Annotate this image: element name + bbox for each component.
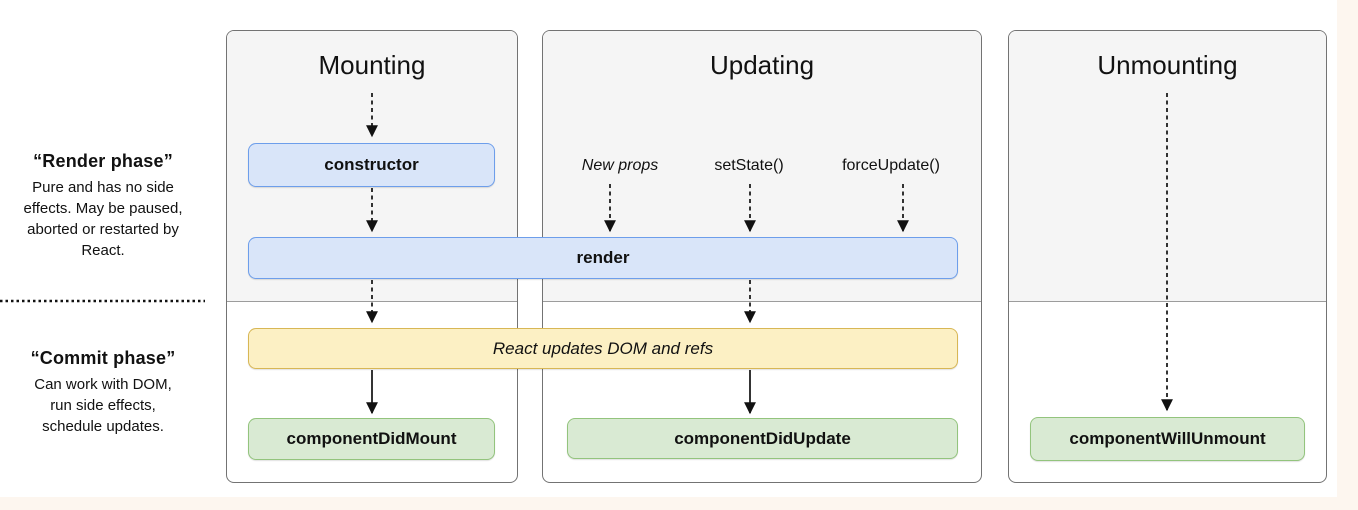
- render-phase-title: “Render phase”: [33, 151, 173, 171]
- constructor-box: constructor: [248, 143, 495, 187]
- render-phase-description: Pure and has no side effects. May be pau…: [23, 179, 183, 259]
- unmounting-title: Unmounting: [1097, 50, 1238, 80]
- commit-phase-description: Can work with DOM, run side effects, sch…: [34, 376, 172, 435]
- updating-title: Updating: [709, 50, 815, 80]
- page-margin-right: [1337, 0, 1358, 510]
- page-margin-bottom: [0, 497, 1337, 510]
- unmounting-panel: Unmounting: [1008, 30, 1327, 483]
- forceupdate-label: forceUpdate(): [842, 157, 940, 174]
- react-updates-dom-box: React updates DOM and refs: [248, 328, 958, 369]
- component-did-update-box: componentDidUpdate: [567, 418, 958, 459]
- component-will-unmount-box: componentWillUnmount: [1030, 417, 1305, 461]
- setstate-label: setState(): [714, 157, 784, 174]
- component-did-mount-box: componentDidMount: [248, 418, 495, 460]
- new-props-label: New props: [581, 157, 659, 174]
- unmounting-render-phase-area: Unmounting: [1009, 31, 1326, 302]
- mounting-title: Mounting: [318, 50, 426, 80]
- commit-phase-title: “Commit phase”: [30, 348, 176, 368]
- render-box: render: [248, 237, 958, 279]
